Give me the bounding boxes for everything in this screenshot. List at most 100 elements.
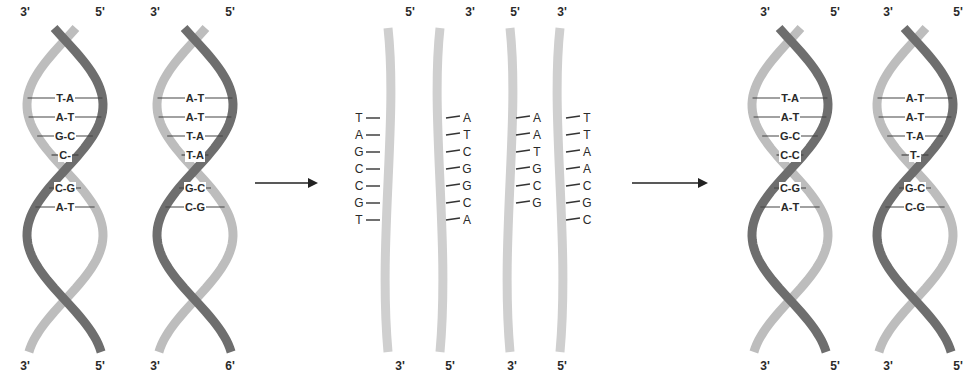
base-tick xyxy=(566,184,580,186)
strand-end-label: 5' xyxy=(953,6,963,19)
base-letter: T xyxy=(355,214,362,227)
strand-end-label: 6' xyxy=(225,360,235,373)
base-tick xyxy=(516,116,530,118)
base-tick xyxy=(566,218,580,220)
base-tick xyxy=(446,167,460,169)
base-pair: G-C xyxy=(184,182,206,195)
base-tick xyxy=(516,133,530,135)
helix-strand xyxy=(27,28,103,352)
base-tick xyxy=(566,201,580,203)
base-letter: G xyxy=(462,163,471,176)
strand-end-label: 5' xyxy=(830,360,840,373)
base-pair: C- xyxy=(58,149,72,162)
base-tick xyxy=(366,151,380,152)
base-pair: A-T xyxy=(780,111,800,124)
base-letter: C xyxy=(355,163,364,176)
strand-end-label: 3' xyxy=(395,360,405,373)
helix-strand xyxy=(752,28,828,352)
base-letter: G xyxy=(582,197,591,210)
base-pair: T-A xyxy=(185,130,205,143)
strand-end-label: 3' xyxy=(883,6,893,19)
base-letter: A xyxy=(533,112,541,125)
strand-end-label: 3' xyxy=(507,360,517,373)
base-pair: G-C xyxy=(54,130,76,143)
base-letter: C xyxy=(583,214,592,227)
base-letter: A xyxy=(583,146,591,159)
arrow-head xyxy=(698,178,708,188)
base-tick xyxy=(366,117,380,118)
single-strand xyxy=(507,28,513,352)
base-letter: T xyxy=(463,129,470,142)
base-letter: C xyxy=(583,180,592,193)
helix-strand xyxy=(157,28,233,352)
base-tick xyxy=(446,184,460,186)
strand-end-label: 3' xyxy=(465,6,475,19)
base-pair: A-T xyxy=(905,92,925,105)
helix-strand xyxy=(27,28,103,352)
base-letter: T xyxy=(533,146,540,159)
base-pair: G-C xyxy=(779,130,801,143)
base-pair: T- xyxy=(909,149,921,162)
strand-end-label: 3' xyxy=(20,6,30,19)
base-pair: A-T xyxy=(55,111,75,124)
process-arrow xyxy=(632,182,700,184)
strand-end-label: 3' xyxy=(150,6,160,19)
base-pair: C-G xyxy=(54,182,76,195)
strand-end-label: 5' xyxy=(95,6,105,19)
base-pair: A-T xyxy=(185,111,205,124)
base-letter: G xyxy=(354,197,363,210)
base-tick xyxy=(446,133,460,135)
process-arrow xyxy=(255,182,310,184)
base-letter: G xyxy=(532,163,541,176)
strand-end-label: 5' xyxy=(953,360,963,373)
strand-end-label: 5' xyxy=(405,6,415,19)
helix-strand xyxy=(877,28,953,352)
base-tick xyxy=(366,134,380,135)
base-letter: A xyxy=(463,112,471,125)
base-letter: G xyxy=(354,146,363,159)
base-tick xyxy=(516,167,530,169)
base-tick xyxy=(366,219,380,220)
base-tick xyxy=(566,116,580,118)
strand-end-label: 3' xyxy=(557,6,567,19)
single-strand xyxy=(557,28,563,352)
base-pair: T-A xyxy=(905,130,925,143)
base-pair: A-T xyxy=(55,201,75,214)
base-tick xyxy=(366,185,380,186)
base-letter: C xyxy=(463,197,472,210)
base-letter: C xyxy=(533,180,542,193)
strand-end-label: 3' xyxy=(760,360,770,373)
helix-strand xyxy=(157,28,233,352)
strand-end-label: 5' xyxy=(557,360,567,373)
base-tick xyxy=(566,133,580,135)
base-letter: A xyxy=(355,129,363,142)
base-pair: A-T xyxy=(905,111,925,124)
strand-end-label: 5' xyxy=(225,6,235,19)
base-pair: T-A xyxy=(185,149,205,162)
base-letter: T xyxy=(355,112,362,125)
base-tick xyxy=(516,150,530,152)
base-letter: G xyxy=(462,180,471,193)
strand-end-label: 5' xyxy=(445,360,455,373)
strand-end-label: 3' xyxy=(150,360,160,373)
base-pair: C-G xyxy=(184,201,206,214)
strand-end-label: 5' xyxy=(510,6,520,19)
strand-end-label: 5' xyxy=(95,360,105,373)
base-letter: C xyxy=(463,146,472,159)
base-tick xyxy=(446,150,460,152)
helix-strand xyxy=(752,28,828,352)
base-tick xyxy=(446,116,460,118)
strand-end-label: 3' xyxy=(20,360,30,373)
base-tick xyxy=(366,202,380,203)
strand-end-label: 5' xyxy=(830,6,840,19)
base-pair: C-C xyxy=(779,149,801,162)
base-tick xyxy=(566,150,580,152)
base-pair: C-G xyxy=(904,201,926,214)
strand-end-label: 3' xyxy=(760,6,770,19)
arrow-head xyxy=(308,178,318,188)
base-letter: A xyxy=(583,163,591,176)
base-pair: A-T xyxy=(185,92,205,105)
base-letter: A xyxy=(463,214,471,227)
